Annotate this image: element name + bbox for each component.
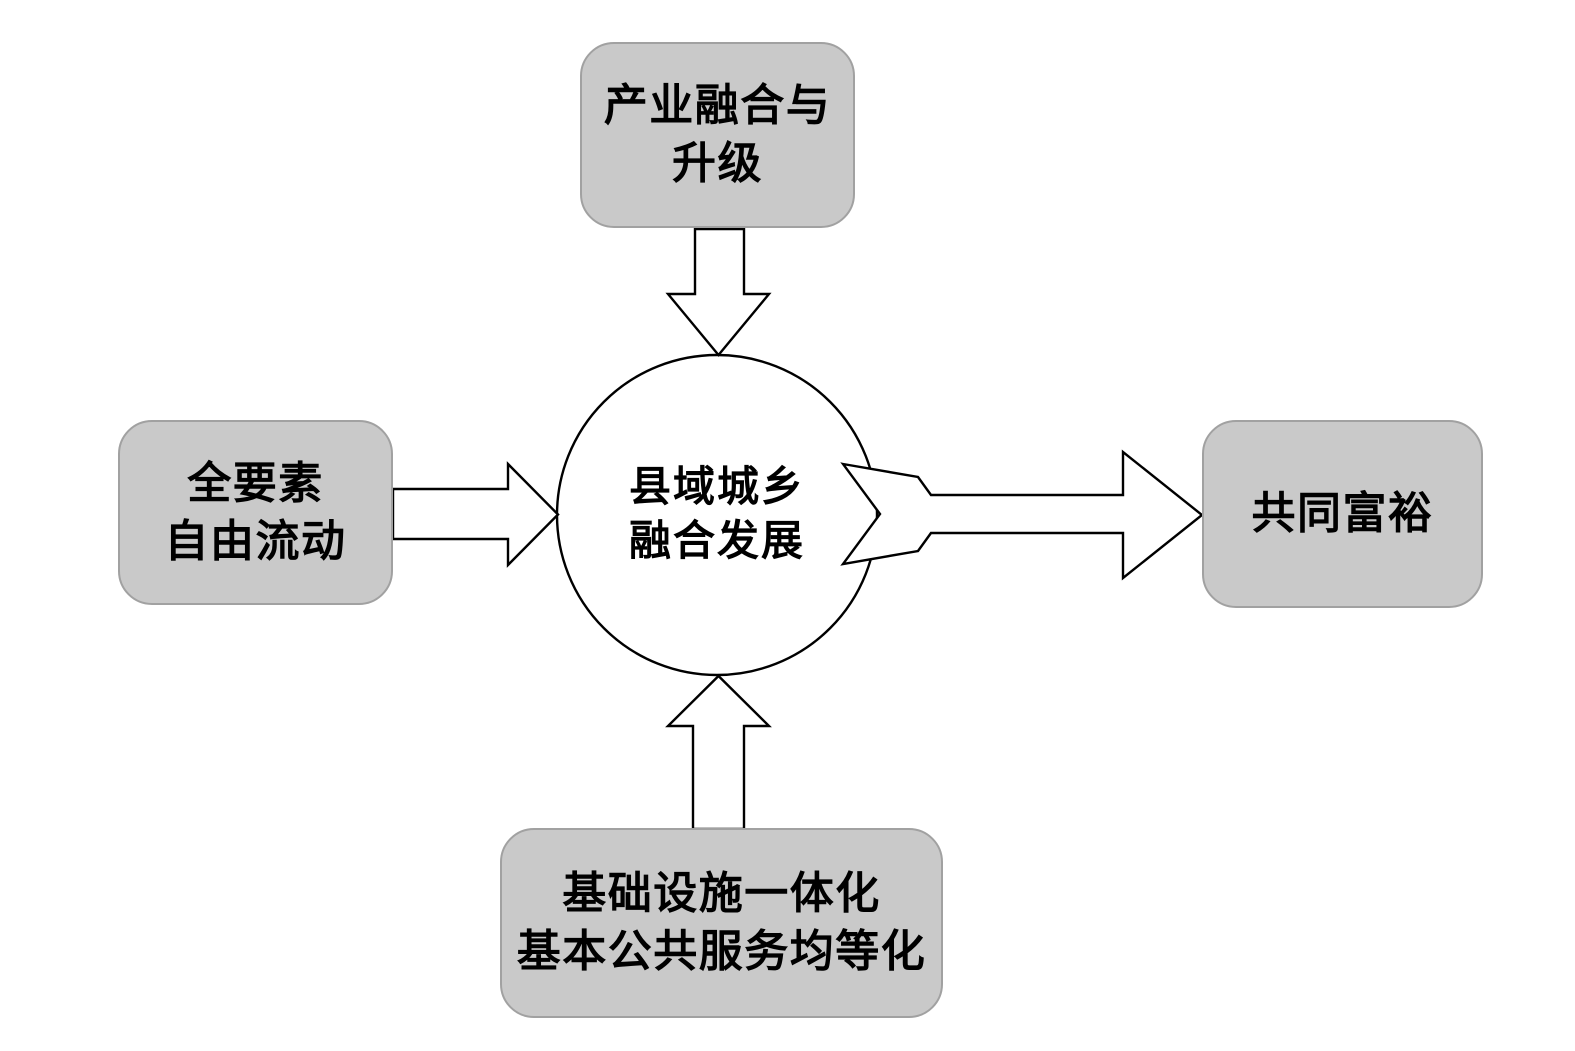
node-industry-upgrade-line2: 升级 <box>672 139 763 188</box>
arrow-top-down-icon <box>665 227 772 357</box>
node-factor-flow-line1: 全要素 <box>187 458 324 508</box>
node-county-integration: 县域城乡 融合发展 <box>557 355 877 675</box>
arrow-center-to-right-icon <box>840 449 1204 581</box>
node-county-integration-line1: 县域城乡 <box>628 465 805 511</box>
arrow-left-right-icon <box>391 461 560 568</box>
node-infrastructure-services-line2: 基本公共服务均等化 <box>516 927 927 976</box>
node-factor-flow-line2: 自由流动 <box>164 516 347 566</box>
node-common-prosperity-line1: 共同富裕 <box>1251 489 1434 538</box>
arrow-bottom-up-icon <box>665 674 772 831</box>
node-county-integration-line2: 融合发展 <box>628 519 805 565</box>
node-industry-upgrade: 产业融合与 升级 <box>580 42 855 228</box>
node-infrastructure-services: 基础设施一体化 基本公共服务均等化 <box>500 828 943 1018</box>
node-common-prosperity: 共同富裕 <box>1202 420 1483 608</box>
node-industry-upgrade-line1: 产业融合与 <box>603 81 832 130</box>
node-factor-flow: 全要素 自由流动 <box>118 420 393 605</box>
node-infrastructure-services-line1: 基础设施一体化 <box>562 869 881 918</box>
